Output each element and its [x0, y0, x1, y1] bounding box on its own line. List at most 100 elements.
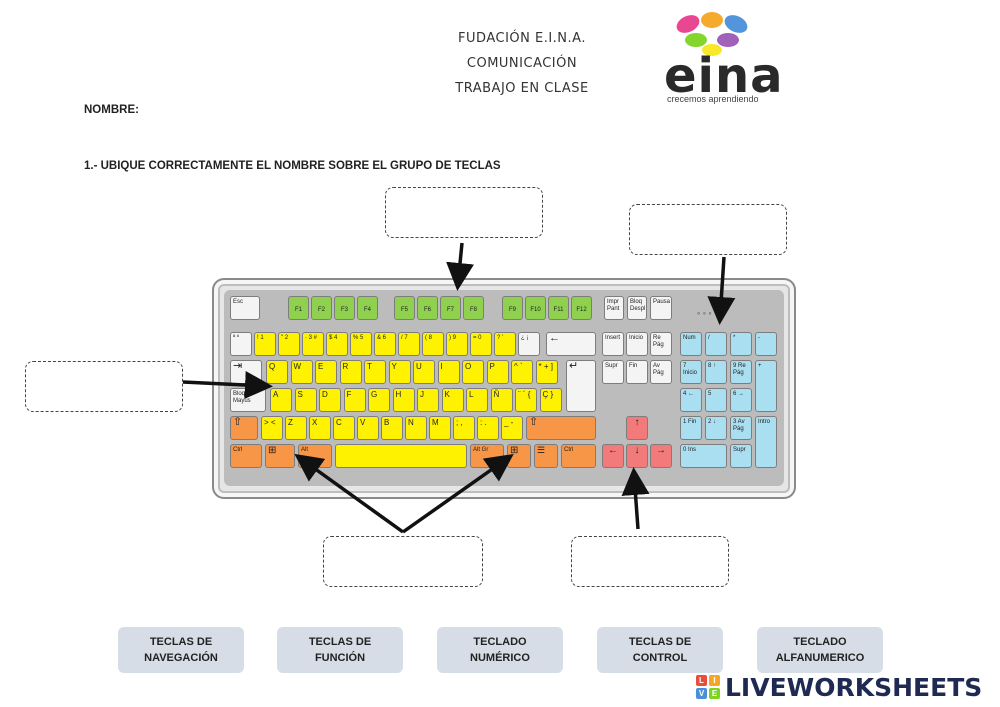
key-letter: O [462, 360, 484, 384]
key-number-row: & 6 [374, 332, 396, 356]
key-letter: C [333, 416, 355, 440]
key-f8: F8 [463, 296, 484, 320]
key-arrow-up: ↑ [626, 416, 648, 440]
indicator-lights: ◦ ◦ ◦ [697, 308, 712, 318]
key-navigation: Re Pág [650, 332, 672, 356]
key-numpad: / [705, 332, 727, 356]
key-space [335, 444, 467, 468]
key-number-row: " 2 [278, 332, 300, 356]
hands-icon [676, 12, 748, 56]
key-letter: * + ] [535, 360, 558, 384]
label-card-line2: NUMÉRICO [470, 652, 530, 664]
key-numpad: Supr [730, 444, 752, 468]
key-number-row: % 5 [350, 332, 372, 356]
key-arrow-left: ← [602, 444, 624, 468]
arrow-to-numeric-keys [707, 256, 736, 325]
drop-box-alphanumeric[interactable] [25, 361, 183, 412]
key-f5: F5 [394, 296, 415, 320]
logo-word: eina [664, 48, 784, 104]
key-letter: J [417, 388, 439, 412]
key-enter: ↵ [566, 360, 596, 412]
key-f9: F9 [502, 296, 523, 320]
drop-box-control[interactable] [323, 536, 483, 587]
key-numpad: + [755, 360, 777, 412]
key-numpad: - [755, 332, 777, 356]
key-letter: P [486, 360, 509, 384]
key-number-row: ( 8 [422, 332, 444, 356]
label-card-line1: TECLAS DE [149, 636, 213, 648]
key-letter: F [343, 388, 366, 412]
brand-block: L [696, 675, 707, 686]
drop-box-function[interactable] [385, 187, 543, 238]
key-letter: X [309, 416, 331, 440]
key-arrow-right: → [650, 444, 672, 468]
liveworksheets-blocks-icon: L I V E [696, 675, 720, 699]
brand-block: E [709, 688, 720, 699]
key-f10: F10 [525, 296, 546, 320]
drop-box-navigation[interactable] [571, 536, 729, 587]
label-card-alfanumerico[interactable]: TECLADO ALFANUMERICO [757, 627, 883, 673]
name-label: NOMBRE: [84, 104, 139, 116]
label-card-line1: TECLAS DE [308, 636, 372, 648]
arrow-to-function-keys [446, 242, 474, 291]
key-navigation: Supr [602, 360, 624, 384]
arrow-to-navigation-keys [621, 467, 650, 530]
logo-tagline: crecemos aprendiendo [667, 94, 759, 104]
key-f12: F12 [571, 296, 592, 320]
key-letter: Ç } [539, 388, 562, 412]
arrow-to-control-right [401, 453, 514, 534]
key-letter: U [413, 360, 435, 384]
key-numpad: 5 [705, 388, 727, 412]
key-numpad: 3 Av Pág [730, 416, 752, 440]
key-f7: F7 [440, 296, 461, 320]
arrow-to-control-left [294, 453, 405, 534]
arrow-to-alphanumeric-keys [182, 371, 273, 399]
key-f2: F2 [311, 296, 332, 320]
key-numpad: 2 ↓ [705, 416, 727, 440]
liveworksheets-logo: L I V E LIVEWORKSHEETS [696, 672, 982, 702]
label-card-line2: NAVEGACIÓN [144, 652, 218, 664]
key-letter: Z [285, 416, 307, 440]
label-card-control[interactable]: TECLAS DE CONTROL [597, 627, 723, 673]
drop-box-numeric[interactable] [629, 204, 787, 255]
key-number-row: $ 4 [326, 332, 348, 356]
key-letter: L [466, 388, 488, 412]
brand-block: I [709, 675, 720, 686]
instruction-text: 1.- UBIQUE CORRECTAMENTE EL NOMBRE SOBRE… [84, 160, 501, 172]
key-numpad: * [730, 332, 752, 356]
key-pause: Pausa [650, 296, 672, 320]
key-letter: K [441, 388, 464, 412]
key-letter: I [437, 360, 460, 384]
label-card-funcion[interactable]: TECLAS DE FUNCIÓN [277, 627, 403, 673]
key-number-row: / 7 [398, 332, 420, 356]
key-letter: ^ ` [511, 360, 533, 384]
brand-block: V [696, 688, 707, 699]
header-line-3: TRABAJO EN CLASE [455, 81, 589, 96]
key-scroll-lock: Bloq Despl [627, 296, 647, 320]
key-letter: S [294, 388, 317, 412]
key-menu: ☰ [534, 444, 558, 468]
key-f6: F6 [417, 296, 438, 320]
key-numpad: 4 ← [680, 388, 702, 412]
key-navigation: Fin [626, 360, 648, 384]
label-card-navegacion[interactable]: TECLAS DE NAVEGACIÓN [118, 627, 244, 673]
key-number-row: ª º [230, 332, 252, 356]
key-numpad: 8 ↑ [705, 360, 727, 384]
key-shift-left: ⇧ [230, 416, 258, 440]
label-card-numerico[interactable]: TECLADO NUMÉRICO [437, 627, 563, 673]
key-ctrl-left: Ctrl [230, 444, 262, 468]
key-letter: A [270, 388, 292, 412]
key-navigation: Av Pág [650, 360, 672, 384]
key-letter: ; , [453, 416, 475, 440]
key-letter: V [357, 416, 379, 440]
key-letter: H [392, 388, 415, 412]
eina-logo: eina crecemos aprendiendo [664, 10, 814, 105]
key-numpad: 6 → [730, 388, 752, 412]
key-backspace: ← [546, 332, 596, 356]
key-f3: F3 [334, 296, 355, 320]
key-letter: M [429, 416, 451, 440]
label-card-line2: ALFANUMERICO [775, 652, 865, 664]
key-numpad: 1 Fin [680, 416, 702, 440]
key-numpad: 7 Inicio [680, 360, 702, 384]
